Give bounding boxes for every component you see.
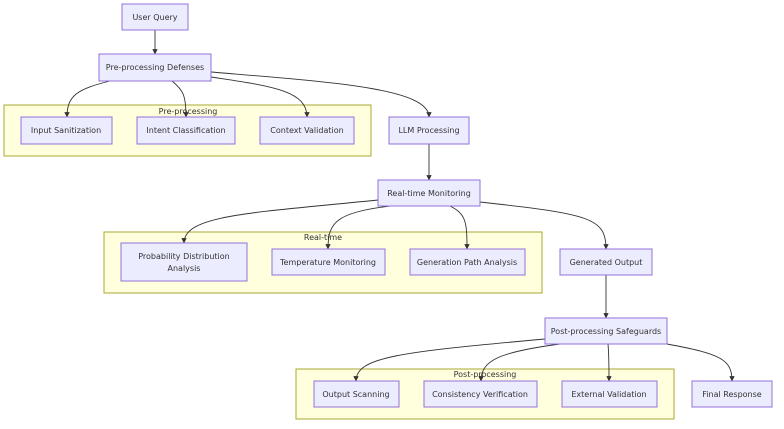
node-final-response-label: Final Response xyxy=(702,390,761,399)
edge-monitoring-to-generation-path xyxy=(449,205,470,250)
edge-postprocessing-to-final xyxy=(666,343,735,382)
node-input-sanitization: Input Sanitization xyxy=(20,116,113,145)
node-input-sanitization-label: Input Sanitization xyxy=(31,126,101,135)
node-llm-processing-label: LLM Processing xyxy=(398,126,459,135)
edge-postprocessing-to-external xyxy=(606,343,612,382)
node-external-validation: External Validation xyxy=(561,380,658,408)
edge-preprocessing-to-input-sanitization xyxy=(64,80,111,118)
node-llm-processing: LLM Processing xyxy=(388,116,470,145)
node-user-query-label: User Query xyxy=(132,13,177,22)
edge-postprocessing-to-consistency xyxy=(478,343,561,382)
node-temperature-monitoring: Temperature Monitoring xyxy=(271,248,386,276)
node-external-validation-label: External Validation xyxy=(571,390,646,399)
node-probability-distribution-label-line1: Probability Distribution xyxy=(138,252,230,261)
node-intent-classification-label: Intent Classification xyxy=(146,126,225,135)
edge-preprocessing-to-intent-classification xyxy=(171,80,189,118)
node-preprocessing-defenses: Pre-processing Defenses xyxy=(98,53,212,82)
node-postprocessing-safeguards-label: Post-processing Safeguards xyxy=(551,327,661,336)
node-context-validation-label: Context Validation xyxy=(270,126,343,135)
cluster-postprocessing-label: Post-processing xyxy=(454,370,517,379)
node-consistency-verification: Consistency Verification xyxy=(423,380,538,408)
node-preprocessing-defenses-label: Pre-processing Defenses xyxy=(106,63,204,72)
node-final-response: Final Response xyxy=(691,380,773,408)
node-postprocessing-safeguards: Post-processing Safeguards xyxy=(544,317,668,345)
edge-monitoring-to-probability xyxy=(181,199,379,244)
node-generation-path-analysis: Generation Path Analysis xyxy=(409,248,526,276)
cluster-preprocessing-label: Pre-processing xyxy=(159,107,218,116)
node-intent-classification: Intent Classification xyxy=(136,116,236,145)
node-context-validation: Context Validation xyxy=(259,116,355,145)
node-output-scanning-label: Output Scanning xyxy=(322,390,389,399)
node-probability-distribution: Probability Distribution Analysis xyxy=(120,242,248,282)
node-generated-output: Generated Output xyxy=(559,248,653,276)
cluster-realtime-label: Real-time xyxy=(304,233,342,242)
edge-preprocessing-to-context-validation xyxy=(210,76,310,118)
node-probability-distribution-label-line2: Analysis xyxy=(168,264,201,273)
node-consistency-verification-label: Consistency Verification xyxy=(432,390,528,399)
node-realtime-monitoring: Real-time Monitoring xyxy=(377,179,481,207)
edge-postprocessing-to-output-scanning xyxy=(353,338,546,382)
edge-preprocessing-to-llm xyxy=(210,71,432,118)
edge-monitoring-to-generated-output xyxy=(479,201,609,250)
edges xyxy=(64,30,735,382)
node-generation-path-analysis-label: Generation Path Analysis xyxy=(417,258,517,267)
node-temperature-monitoring-label: Temperature Monitoring xyxy=(279,258,376,267)
node-output-scanning: Output Scanning xyxy=(313,380,400,408)
node-user-query: User Query xyxy=(121,3,189,31)
node-generated-output-label: Generated Output xyxy=(570,258,643,267)
node-realtime-monitoring-label: Real-time Monitoring xyxy=(387,189,471,198)
edge-monitoring-to-temperature xyxy=(325,205,391,250)
